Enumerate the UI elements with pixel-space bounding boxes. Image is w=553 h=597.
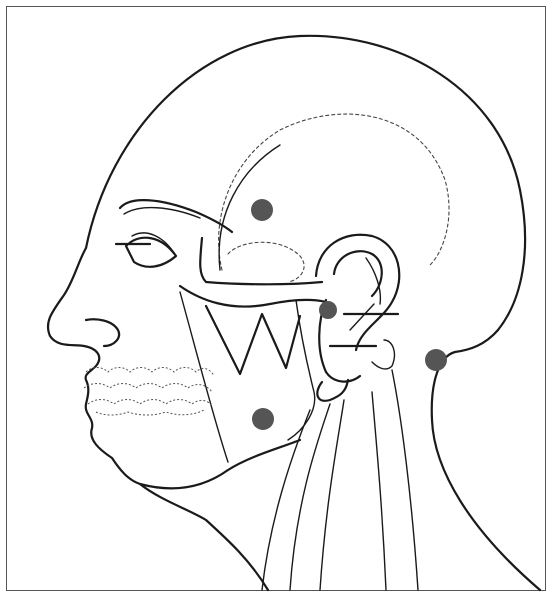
jaw-underside — [140, 484, 268, 590]
masseter-zigzag — [206, 306, 300, 374]
ear-helix — [366, 258, 380, 304]
mastoid-process — [317, 380, 348, 401]
ramus-front — [180, 292, 228, 462]
neck-muscle-4 — [392, 370, 418, 590]
eyebrow — [120, 200, 232, 232]
marker-masseter — [252, 408, 274, 430]
teeth — [84, 368, 214, 416]
temporalis-contour — [219, 114, 449, 270]
sternocleidomastoid-1 — [290, 404, 330, 590]
nostril — [86, 319, 119, 346]
marker-posterior-neck — [425, 349, 447, 371]
marker-temporal — [251, 199, 273, 221]
mastoid-lower — [372, 340, 394, 369]
zygomatic-lower — [180, 286, 326, 307]
sternocleidomastoid-2 — [320, 400, 344, 590]
neck-back — [432, 330, 540, 590]
marker-pre-auricular — [319, 301, 337, 319]
neck-muscle-3 — [372, 392, 386, 590]
eye — [116, 238, 176, 267]
ramus-back — [288, 300, 315, 440]
head-outline — [86, 36, 525, 330]
mandibular-notch — [228, 242, 304, 282]
